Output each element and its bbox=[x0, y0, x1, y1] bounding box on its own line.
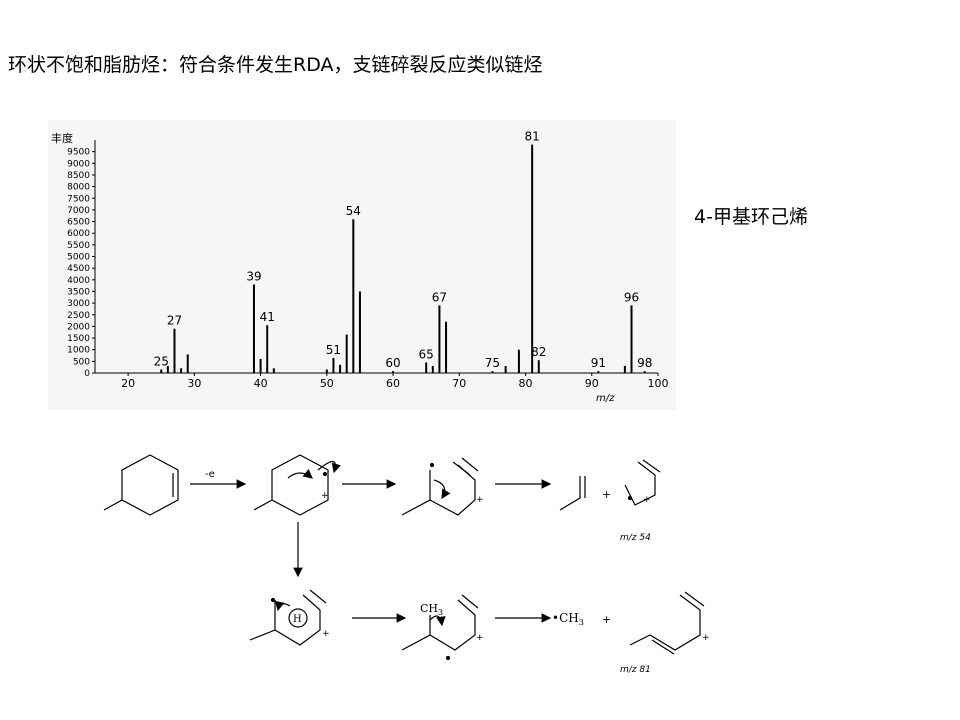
x-tick-label: 40 bbox=[254, 377, 268, 390]
spectrum-peaks bbox=[160, 144, 646, 373]
peak-label: 65 bbox=[419, 348, 434, 362]
x-tick-label: 70 bbox=[452, 377, 466, 390]
y-tick-label: 8500 bbox=[67, 171, 90, 181]
compound-name: 4-甲基环己烯 bbox=[694, 206, 808, 228]
x-tick-label: 60 bbox=[386, 377, 400, 390]
y-tick-label: 5000 bbox=[67, 253, 90, 263]
propene-structure bbox=[559, 476, 586, 511]
radical-cation-structure: + bbox=[253, 454, 342, 516]
y-tick-label: 3000 bbox=[67, 299, 90, 309]
y-tick-label: 2000 bbox=[67, 322, 90, 332]
x-tick-label: 30 bbox=[187, 377, 201, 390]
y-tick-label: 1500 bbox=[67, 334, 90, 344]
ionization-label: -e bbox=[205, 469, 215, 480]
methyl-loss-intermediate: CH3 + bbox=[401, 594, 484, 661]
y-tick-label: 6500 bbox=[67, 218, 90, 228]
x-tick-label: 20 bbox=[121, 377, 135, 390]
peak-label: 75 bbox=[485, 356, 500, 370]
peak-label: 25 bbox=[154, 355, 169, 369]
y-tick-label: 2500 bbox=[67, 311, 90, 321]
y-tick-label: 500 bbox=[73, 357, 90, 367]
x-tick-label: 50 bbox=[320, 377, 334, 390]
peak-label: 27 bbox=[167, 314, 182, 328]
fragment-54-structure: + bbox=[624, 459, 661, 506]
y-tick-label: 1000 bbox=[67, 346, 90, 356]
methylcyclohexene-structure bbox=[103, 454, 179, 516]
x-tick-label: 80 bbox=[519, 377, 533, 390]
y-tick-label: 8000 bbox=[67, 183, 90, 193]
peak-label: 41 bbox=[260, 310, 275, 324]
peak-label: 98 bbox=[637, 356, 652, 370]
fragment-81-structure: + bbox=[629, 591, 710, 655]
y-tick-label: 6000 bbox=[67, 229, 90, 239]
y-tick-label: 5500 bbox=[67, 241, 90, 251]
ionization-arrow: -e bbox=[190, 469, 247, 489]
open-chain-intermediate: + bbox=[401, 457, 484, 516]
peak-label: 60 bbox=[385, 356, 400, 370]
fragment-81-label: m/z 81 bbox=[620, 665, 651, 675]
y-tick-label: 4500 bbox=[67, 264, 90, 274]
methyl-radical-label: •CH3 bbox=[552, 611, 584, 627]
plus-sign: + bbox=[602, 488, 611, 501]
svg-text:+: + bbox=[322, 629, 330, 639]
y-tick-label: 3500 bbox=[67, 287, 90, 297]
y-tick-label: 7500 bbox=[67, 194, 90, 204]
y-axis-label: 丰度 bbox=[51, 131, 73, 145]
peak-label: 51 bbox=[326, 343, 341, 357]
peak-label: 67 bbox=[432, 290, 447, 304]
svg-text:+: + bbox=[476, 495, 484, 505]
ch3-label: CH3 bbox=[420, 602, 443, 617]
plus-sign: + bbox=[602, 613, 611, 626]
x-axis-label: m/z bbox=[596, 393, 615, 404]
spectrum-peak-labels: 25 27 39 41 51 54 60 65 67 75 81 82 91 96 98 bbox=[154, 130, 653, 370]
svg-text:+: + bbox=[476, 633, 484, 643]
slide-heading: 环状不饱和脂肪烃：符合条件发生RDA，支链碎裂反应类似链烃 bbox=[8, 54, 543, 76]
peak-label: 96 bbox=[624, 290, 639, 304]
peak-label: 39 bbox=[246, 269, 261, 283]
x-tick-label: 100 bbox=[648, 377, 669, 390]
hydrogen-label: H bbox=[293, 614, 302, 625]
charge-sign: + bbox=[321, 491, 329, 501]
y-tick-label: 7000 bbox=[67, 206, 90, 216]
y-tick-label: 4000 bbox=[67, 276, 90, 286]
peak-label: 82 bbox=[531, 345, 546, 359]
x-tick-label: 90 bbox=[585, 377, 599, 390]
y-tick-label: 9500 bbox=[67, 148, 90, 158]
svg-text:+: + bbox=[702, 633, 710, 643]
fragment-54-label: m/z 54 bbox=[620, 533, 651, 543]
y-tick-label: 9000 bbox=[67, 159, 90, 169]
peak-label: 54 bbox=[346, 204, 361, 218]
svg-text:+: + bbox=[643, 495, 651, 505]
fragmentation-scheme: -e + + + + m/z 54 bbox=[103, 454, 710, 675]
allylic-radical-structure: H + bbox=[249, 589, 330, 646]
peak-label: 91 bbox=[591, 356, 606, 370]
y-tick-label: 0 bbox=[84, 369, 90, 379]
peak-label: 81 bbox=[525, 130, 540, 144]
